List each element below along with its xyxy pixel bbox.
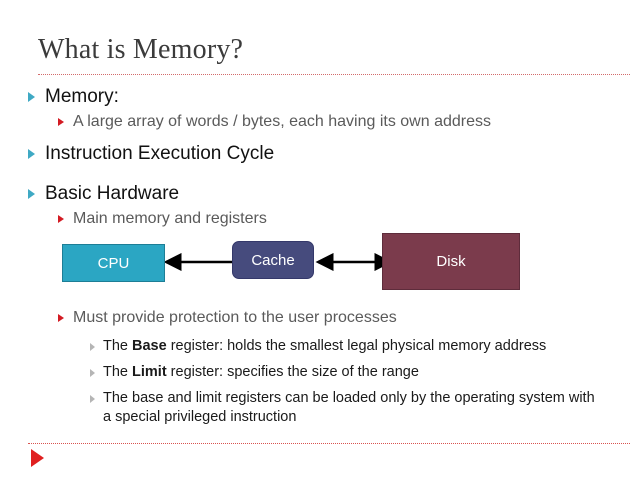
triangle-bullet-icon [90, 395, 95, 403]
diagram-gap [28, 231, 628, 307]
triangle-bullet-icon [58, 118, 64, 126]
bullet-level3-base-limit-loading: The base and limit registers can be load… [90, 389, 628, 427]
bullet-level2-must-provide-protection: Must provide protection to the user proc… [58, 307, 628, 329]
page-title: What is Memory? [38, 34, 244, 65]
bullet-text: Basic Hardware [45, 183, 180, 204]
bullet-text: Must provide protection to the user proc… [73, 309, 397, 326]
triangle-bullet-icon [58, 215, 64, 223]
triangle-bullet-icon [90, 343, 95, 351]
spacer [28, 356, 628, 363]
spacer [28, 168, 628, 181]
bullet-level3-base-register: The Base register: holds the smallest le… [90, 337, 628, 356]
triangle-bullet-icon [58, 314, 64, 322]
bullet-text: Memory: [45, 86, 119, 107]
bullet-level3-limit-register: The Limit register: specifies the size o… [90, 363, 628, 382]
bullet-text-emphasis: Base [132, 338, 167, 354]
bullet-level1-instruction-execution-cycle: Instruction Execution Cycle [28, 141, 628, 166]
footer-divider [28, 443, 630, 444]
bullet-text-post: register: holds the smallest legal physi… [166, 338, 547, 354]
triangle-bullet-icon [28, 189, 35, 199]
bullet-text: The Limit register: specifies the size o… [103, 363, 419, 382]
bullet-level2-large-array: A large array of words / bytes, each hav… [58, 111, 628, 133]
bullet-level1-memory: Memory: [28, 84, 628, 109]
spacer [28, 134, 628, 141]
triangle-bullet-icon [28, 92, 35, 102]
bullet-text: The base and limit registers can be load… [103, 390, 595, 425]
spacer [28, 382, 628, 389]
footer-triangle-icon [31, 449, 44, 467]
bullet-level2-main-memory-registers: Main memory and registers [58, 208, 628, 230]
bullet-list: Memory: A large array of words / bytes, … [28, 84, 628, 427]
spacer [28, 330, 628, 337]
triangle-bullet-icon [90, 369, 95, 377]
bullet-text: A large array of words / bytes, each hav… [73, 113, 491, 130]
bullet-text: Main memory and registers [73, 210, 267, 227]
triangle-bullet-icon [28, 149, 35, 159]
title-divider [38, 74, 630, 75]
bullet-text-pre: The [103, 364, 133, 380]
bullet-text-pre: The [103, 338, 133, 354]
bullet-level1-basic-hardware: Basic Hardware [28, 181, 628, 206]
bullet-text-post: register: specifies the size of the rang… [166, 364, 419, 380]
bullet-text: The Base register: holds the smallest le… [103, 337, 546, 356]
bullet-text: Instruction Execution Cycle [45, 143, 275, 164]
bullet-text-emphasis: Limit [132, 364, 167, 380]
